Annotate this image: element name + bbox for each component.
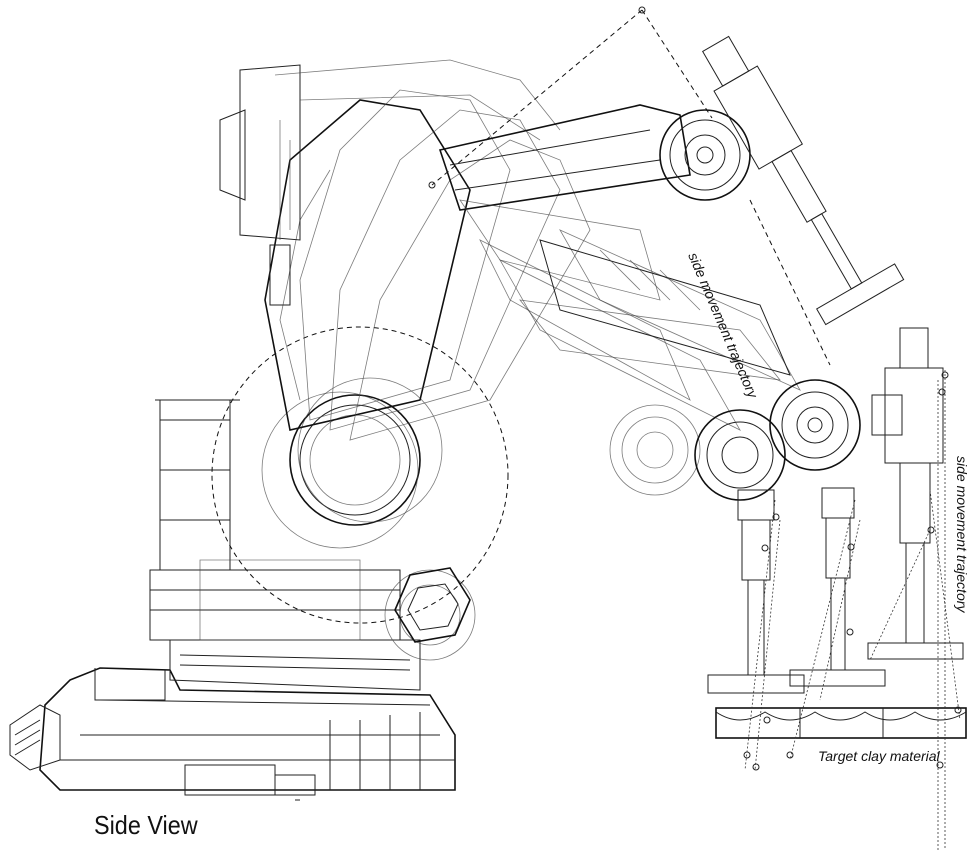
tool-positions xyxy=(701,35,964,694)
robot-turntable xyxy=(149,399,476,661)
trajectory-label-vertical: side movement trajectory xyxy=(954,456,970,613)
side-view-label: Side View xyxy=(94,810,198,840)
upper-arm xyxy=(219,59,591,441)
trajectory-lines xyxy=(428,6,962,850)
forearm-positions xyxy=(438,104,801,431)
target-clay-label: Target clay material xyxy=(818,748,940,764)
clay-material xyxy=(715,707,967,739)
wrist-joints xyxy=(609,109,861,501)
robot-base xyxy=(9,639,456,801)
